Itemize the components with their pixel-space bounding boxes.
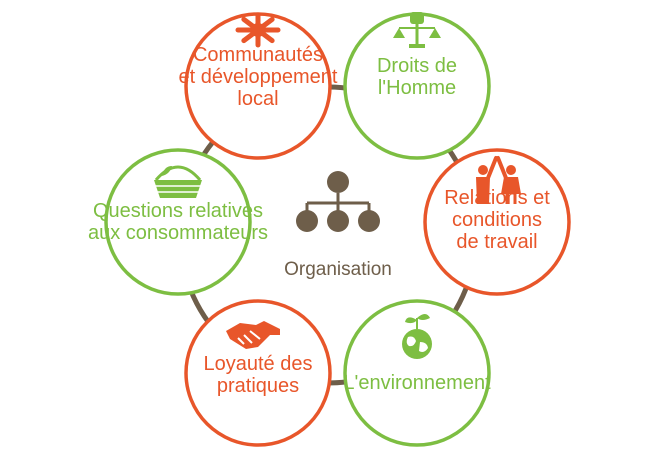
workers-high-five-icon <box>476 156 521 204</box>
center-label: Organisation <box>284 259 392 280</box>
theme-label-line: et développement <box>178 66 337 88</box>
theme-label-line: de travail <box>456 231 537 253</box>
theme-label-line: aux consommateurs <box>88 222 268 244</box>
theme-circle <box>343 299 491 447</box>
theme-label-line: local <box>237 88 278 110</box>
theme-circle <box>104 148 252 296</box>
theme-label-line: L'environnement <box>343 372 491 394</box>
theme-circle <box>184 299 332 447</box>
theme-label-line: conditions <box>452 209 542 231</box>
handshake-icon <box>226 321 280 349</box>
theme-label-line: Loyauté des <box>204 353 313 375</box>
theme-label-line: Relations et <box>444 187 550 209</box>
basket-icon <box>154 165 202 198</box>
theme-environnement: L'environnement <box>343 299 491 447</box>
justice-scale-fist-icon <box>393 12 441 48</box>
theme-label-line: Questions relatives <box>93 200 263 222</box>
globe-plant-icon <box>402 314 432 359</box>
theme-label-line: Droits de <box>377 55 457 77</box>
theme-droits: Droits del'Homme <box>343 12 491 160</box>
theme-label-line: l'Homme <box>378 77 456 99</box>
theme-label-line: Communautés <box>193 44 323 66</box>
theme-circle <box>423 148 571 296</box>
org-chart-icon <box>296 171 380 232</box>
theme-label-line: pratiques <box>217 375 299 397</box>
hands-together-icon <box>235 12 281 48</box>
